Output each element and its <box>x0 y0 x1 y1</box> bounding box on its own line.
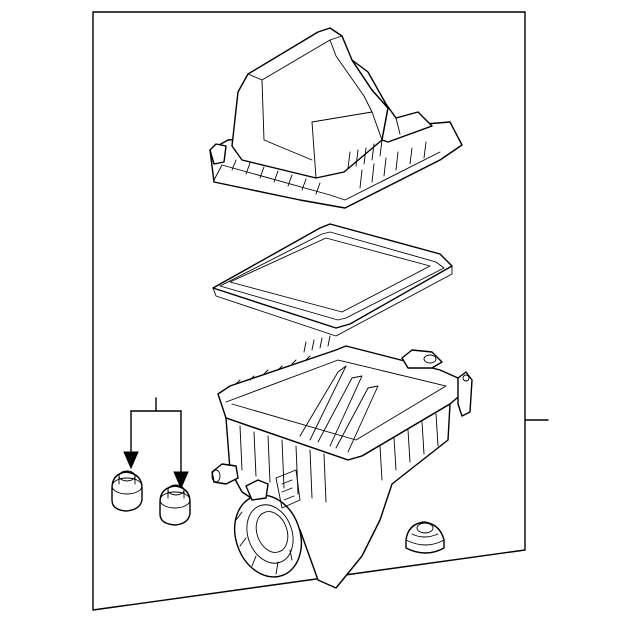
air-cleaner-cover[interactable] <box>209 27 463 209</box>
callout-bracket <box>123 397 189 490</box>
arrow-right <box>173 471 189 490</box>
air-filter-element[interactable] <box>212 223 453 337</box>
grommet-left[interactable] <box>111 470 143 512</box>
air-cleaner-housing[interactable] <box>211 335 473 589</box>
assembly-boundary <box>92 11 526 611</box>
mount-insulator[interactable] <box>405 521 445 554</box>
arrow-left <box>123 451 139 470</box>
grommet-right[interactable] <box>159 484 191 526</box>
